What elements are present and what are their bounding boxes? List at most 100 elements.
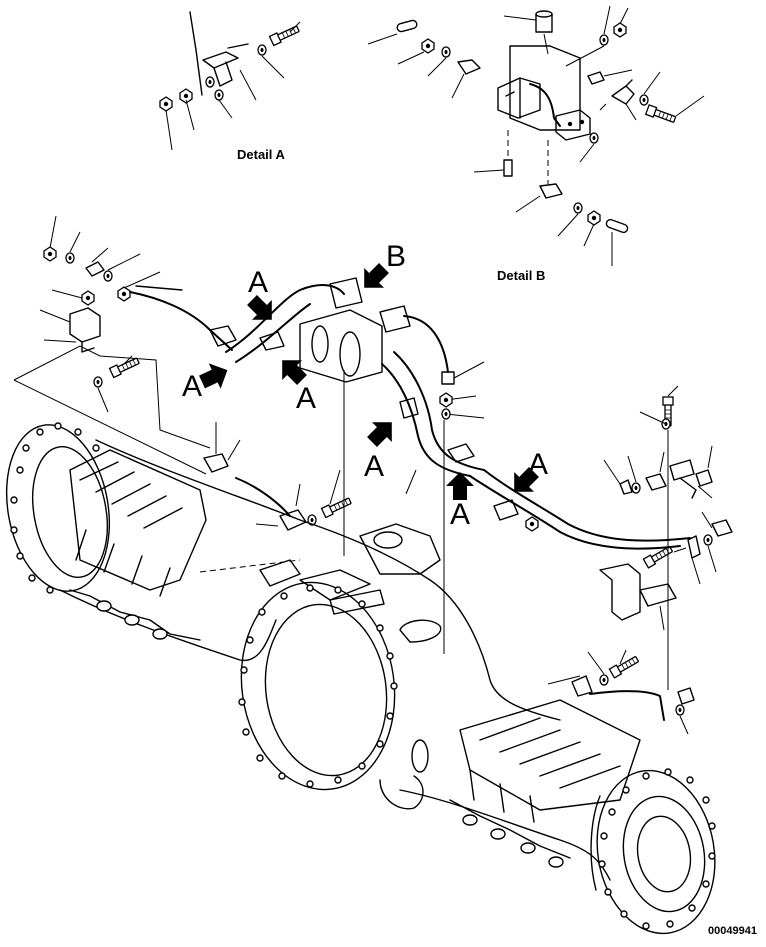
- washer-part: [65, 252, 75, 264]
- leader-lines: [701, 511, 717, 573]
- assembly-lines: [13, 345, 207, 475]
- leader-lines: [557, 213, 613, 266]
- port-hole: [567, 121, 573, 127]
- mount-plate: [259, 559, 301, 587]
- valve-block-detail: [505, 77, 521, 119]
- right-hub-face: [622, 795, 706, 913]
- valve-cylinder: [311, 325, 329, 363]
- mounting-bracket-foot: [81, 341, 95, 353]
- spring-pad-left: [69, 449, 207, 591]
- port-hole: [579, 119, 585, 125]
- leader-line: [515, 195, 541, 213]
- view-arrows: A B A A A A A: [182, 240, 548, 531]
- nut-part: [613, 22, 627, 38]
- bolt-part: [645, 104, 678, 125]
- fitting-part: [539, 183, 563, 199]
- housing-drain-slot: [399, 619, 442, 643]
- fitting-part: [695, 469, 713, 487]
- left-parts-group: [13, 215, 353, 531]
- leader-lines: [603, 445, 713, 499]
- bolt-part: [608, 654, 641, 679]
- view-a-letter: A: [296, 382, 316, 415]
- clip-part: [687, 535, 701, 559]
- spring-pad-ribs-lower: [75, 529, 171, 597]
- leader-line: [189, 11, 203, 96]
- stud-part: [503, 159, 513, 177]
- pin-part: [605, 218, 629, 234]
- leader-line: [691, 557, 701, 585]
- valve-cylinder: [339, 331, 361, 377]
- right-hub-bore: [636, 815, 692, 893]
- hose-fitting: [493, 499, 519, 521]
- spring-pad-right-ribs-lower: [469, 769, 535, 823]
- washer-part: [639, 94, 649, 106]
- bolt-part: [268, 23, 301, 47]
- fitting-part: [645, 473, 667, 491]
- leader-line: [367, 33, 398, 45]
- lower-mount-holes-right: [462, 814, 564, 868]
- housing-right-top-edge: [429, 579, 561, 721]
- valve-block-right: [555, 109, 591, 141]
- fitting-part: [587, 71, 605, 85]
- valve-body: [299, 309, 383, 383]
- detail-b-group: Detail B: [367, 5, 705, 283]
- washer-part: [257, 44, 267, 56]
- mounting-bracket: [599, 563, 641, 621]
- detail-a-group: Detail A: [159, 11, 301, 162]
- leader-line: [405, 469, 417, 495]
- washer-part: [103, 270, 113, 282]
- fitting-part: [711, 519, 733, 537]
- fitting-part: [619, 479, 633, 495]
- differential-cover-boss: [359, 523, 441, 575]
- differential-bolt-holes: [238, 584, 398, 788]
- differential-housing-inner: [264, 603, 388, 777]
- spring-pad-right: [459, 699, 641, 811]
- nut-part: [117, 286, 131, 302]
- fitting-part: [457, 59, 481, 75]
- leader-line: [679, 715, 689, 735]
- leader-lines: [165, 21, 301, 151]
- washer-part: [675, 704, 685, 716]
- bolt-part: [320, 495, 353, 519]
- leader-line: [675, 95, 705, 117]
- washer-part: [573, 202, 583, 214]
- brake-hose: [381, 363, 471, 477]
- leader-lines: [579, 103, 607, 163]
- bolt-part: [108, 355, 141, 379]
- nut-part: [81, 290, 95, 306]
- leader-lines: [97, 355, 133, 413]
- washer-part: [441, 46, 451, 58]
- hose-fitting: [209, 325, 237, 347]
- clip-part: [571, 675, 593, 697]
- leader-lines: [445, 361, 485, 419]
- nut-part: [43, 246, 57, 262]
- valve-outline: [509, 45, 581, 131]
- washer-part: [93, 376, 103, 388]
- washer-part: [599, 674, 609, 686]
- mount-plate-lower: [329, 589, 385, 615]
- housing-lug: [379, 775, 424, 810]
- brake-hose: [393, 351, 485, 471]
- detail-a-label: Detail A: [237, 147, 286, 162]
- washer-part: [205, 76, 215, 88]
- leader-line: [473, 169, 505, 173]
- center-valve-group: [209, 277, 691, 654]
- nut-part: [439, 392, 453, 408]
- leader-lines: [255, 469, 341, 527]
- view-a-letter: A: [450, 498, 470, 531]
- valve-block-left: [497, 77, 541, 119]
- hose-line: [589, 690, 665, 721]
- leader-lines: [397, 51, 447, 77]
- valve-tube: [529, 83, 561, 127]
- valve-top-block: [329, 277, 363, 309]
- brake-hose-right: [483, 469, 691, 542]
- leader-lines: [49, 215, 161, 289]
- clip-part: [203, 453, 229, 473]
- boss-hole: [373, 531, 403, 549]
- mounting-bracket: [69, 307, 101, 343]
- clip-tab: [227, 43, 249, 49]
- brake-hose: [225, 284, 345, 353]
- view-a-letter: A: [182, 370, 202, 403]
